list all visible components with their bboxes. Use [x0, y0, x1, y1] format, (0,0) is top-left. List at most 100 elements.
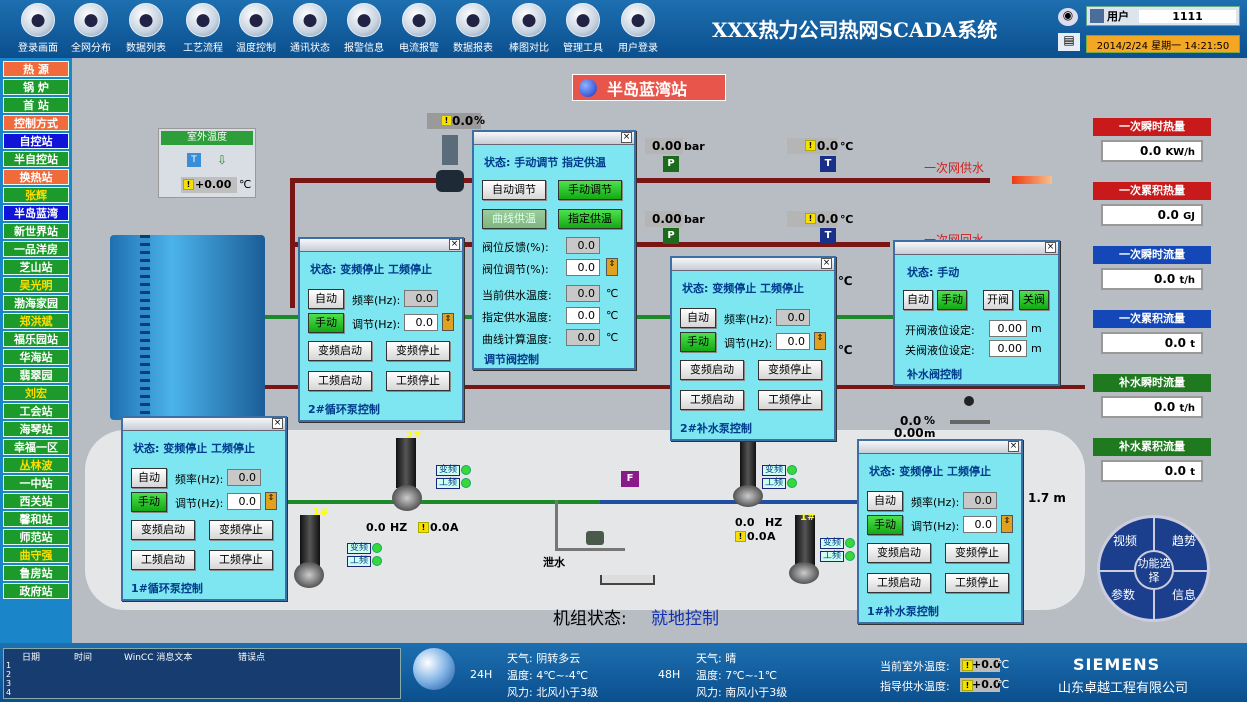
- circ-pump-2-icon[interactable]: [392, 485, 422, 511]
- sidebar-item[interactable]: 西关站: [3, 493, 69, 509]
- manual-adjust-button[interactable]: 手动调节: [558, 180, 622, 200]
- makeup-valve-icon[interactable]: [964, 396, 974, 406]
- sidebar-item[interactable]: 芝山站: [3, 259, 69, 275]
- toolbar-button-12[interactable]: ●用户登录: [611, 3, 665, 54]
- toolbar-button-7[interactable]: ●报警信息: [337, 3, 391, 54]
- sidebar-item[interactable]: 新世界站: [3, 223, 69, 239]
- toolbar-button-6[interactable]: ●通讯状态: [283, 3, 337, 54]
- pf-start-button[interactable]: 工频启动: [867, 573, 931, 593]
- toolbar-button-1[interactable]: ●登录画面: [11, 3, 65, 54]
- manual-button[interactable]: 手动: [308, 313, 344, 333]
- sidebar-item[interactable]: 海琴站: [3, 421, 69, 437]
- stepper-icon[interactable]: ⇕: [442, 313, 454, 331]
- message-table[interactable]: 日期 时间 WinCC 消息文本 错误点 1 2 3 4: [3, 648, 401, 699]
- drain-valve-icon[interactable]: [586, 531, 604, 545]
- auto-button[interactable]: 自动: [867, 491, 903, 511]
- sidebar-item[interactable]: 一品洋房: [3, 241, 69, 257]
- vf-stop-button[interactable]: 变频停止: [945, 543, 1009, 563]
- toolbar-button-11[interactable]: ●管理工具: [556, 3, 610, 54]
- close-icon[interactable]: ×: [621, 132, 632, 143]
- control-valve-actuator-icon[interactable]: [442, 135, 458, 165]
- curve-supply-button[interactable]: 曲线供温: [482, 209, 546, 229]
- adjust-input[interactable]: 0.0: [963, 516, 997, 533]
- sidebar-item[interactable]: 锅 炉: [3, 79, 69, 95]
- pressure-sensor-icon[interactable]: P: [663, 228, 679, 244]
- pf-start-button[interactable]: 工频启动: [308, 371, 372, 391]
- toolbar-button-10[interactable]: ●棒图对比: [502, 3, 556, 54]
- vf-stop-button[interactable]: 变频停止: [386, 341, 450, 361]
- pf-stop-button[interactable]: 工频停止: [945, 573, 1009, 593]
- vf-start-button[interactable]: 变频启动: [308, 341, 372, 361]
- sidebar-item[interactable]: 半自控站: [3, 151, 69, 167]
- sidebar-item[interactable]: 幸福一区: [3, 439, 69, 455]
- auto-button[interactable]: 自动: [131, 468, 167, 488]
- stepper-icon[interactable]: ⇕: [606, 258, 618, 276]
- target-supply-temp-input[interactable]: 0.0: [566, 307, 600, 324]
- toolbar-button-2[interactable]: ●全网分布: [64, 3, 118, 54]
- close-icon[interactable]: ×: [272, 418, 283, 429]
- toolbar-button-3[interactable]: ●数据列表: [119, 3, 173, 54]
- stepper-icon[interactable]: ⇕: [1001, 515, 1013, 533]
- makeup-pump-1-motor[interactable]: [795, 515, 815, 570]
- pf-start-button[interactable]: 工频启动: [131, 550, 195, 570]
- close-level-input[interactable]: 0.00: [989, 340, 1027, 357]
- sidebar-item[interactable]: 半岛蓝湾: [3, 205, 69, 221]
- control-valve-icon[interactable]: [436, 170, 464, 192]
- pf-stop-button[interactable]: 工频停止: [386, 371, 450, 391]
- makeup-pump-1-icon[interactable]: [789, 562, 819, 584]
- valve-adjust-input[interactable]: 0.0: [566, 259, 600, 276]
- close-icon[interactable]: ×: [1045, 242, 1056, 253]
- auto-button[interactable]: 自动: [903, 290, 933, 310]
- close-icon[interactable]: ×: [449, 239, 460, 250]
- adjust-input[interactable]: 0.0: [776, 333, 810, 350]
- sidebar-item[interactable]: 馨和站: [3, 511, 69, 527]
- printer-icon[interactable]: ▤: [1058, 33, 1080, 51]
- toolbar-button-9[interactable]: ●数据报表: [446, 3, 500, 54]
- flow-meter-icon[interactable]: F: [621, 471, 639, 487]
- circ-pump-1-icon[interactable]: [294, 562, 324, 588]
- target-supply-button[interactable]: 指定供温: [558, 209, 622, 229]
- toolbar-button-5[interactable]: ●温度控制: [229, 3, 283, 54]
- manual-button[interactable]: 手动: [867, 515, 903, 535]
- manual-button[interactable]: 手动: [937, 290, 967, 310]
- adjust-input[interactable]: 0.0: [404, 314, 438, 331]
- sidebar-item[interactable]: 工会站: [3, 403, 69, 419]
- user-box[interactable]: 用户 1111: [1086, 6, 1240, 26]
- sidebar-item[interactable]: 鲁房站: [3, 565, 69, 581]
- circ-pump-1-motor[interactable]: [300, 515, 320, 570]
- auto-button[interactable]: 自动: [680, 308, 716, 328]
- open-valve-button[interactable]: 开阀: [983, 290, 1013, 310]
- vf-stop-button[interactable]: 变频停止: [758, 360, 822, 380]
- vf-start-button[interactable]: 变频启动: [131, 520, 195, 540]
- info-button[interactable]: 信息: [1172, 588, 1197, 602]
- vf-start-button[interactable]: 变频启动: [680, 360, 744, 380]
- vf-start-button[interactable]: 变频启动: [867, 543, 931, 563]
- close-valve-button[interactable]: 关阀: [1019, 290, 1049, 310]
- video-button[interactable]: 视频: [1113, 534, 1138, 548]
- makeup-pump-2-motor[interactable]: [740, 440, 756, 490]
- vf-stop-button[interactable]: 变频停止: [209, 520, 273, 540]
- close-icon[interactable]: ×: [821, 258, 832, 269]
- sidebar-item[interactable]: 吴光明: [3, 277, 69, 293]
- manual-button[interactable]: 手动: [131, 492, 167, 512]
- makeup-pump-2-icon[interactable]: [733, 485, 763, 507]
- sidebar-item[interactable]: 福乐园站: [3, 331, 69, 347]
- open-level-input[interactable]: 0.00: [989, 320, 1027, 337]
- sidebar-item[interactable]: 自控站: [3, 133, 69, 149]
- close-icon[interactable]: ×: [1008, 441, 1019, 452]
- speaker-icon[interactable]: ◉: [1058, 8, 1078, 26]
- pf-stop-button[interactable]: 工频停止: [209, 550, 273, 570]
- sidebar-item[interactable]: 郑洪斌: [3, 313, 69, 329]
- sidebar-item[interactable]: 政府站: [3, 583, 69, 599]
- manual-button[interactable]: 手动: [680, 332, 716, 352]
- pf-stop-button[interactable]: 工频停止: [758, 390, 822, 410]
- toolbar-button-8[interactable]: ●电流报警: [392, 3, 446, 54]
- circ-pump-2-motor[interactable]: [396, 438, 416, 488]
- toolbar-button-4[interactable]: ●工艺流程: [176, 3, 230, 54]
- auto-button[interactable]: 自动: [308, 289, 344, 309]
- temp-sensor-icon[interactable]: T: [820, 156, 836, 172]
- sidebar-item[interactable]: 一中站: [3, 475, 69, 491]
- sidebar-item[interactable]: 翡翠园: [3, 367, 69, 383]
- temp-sensor-icon[interactable]: T: [820, 228, 836, 244]
- trend-button[interactable]: 趋势: [1172, 534, 1197, 548]
